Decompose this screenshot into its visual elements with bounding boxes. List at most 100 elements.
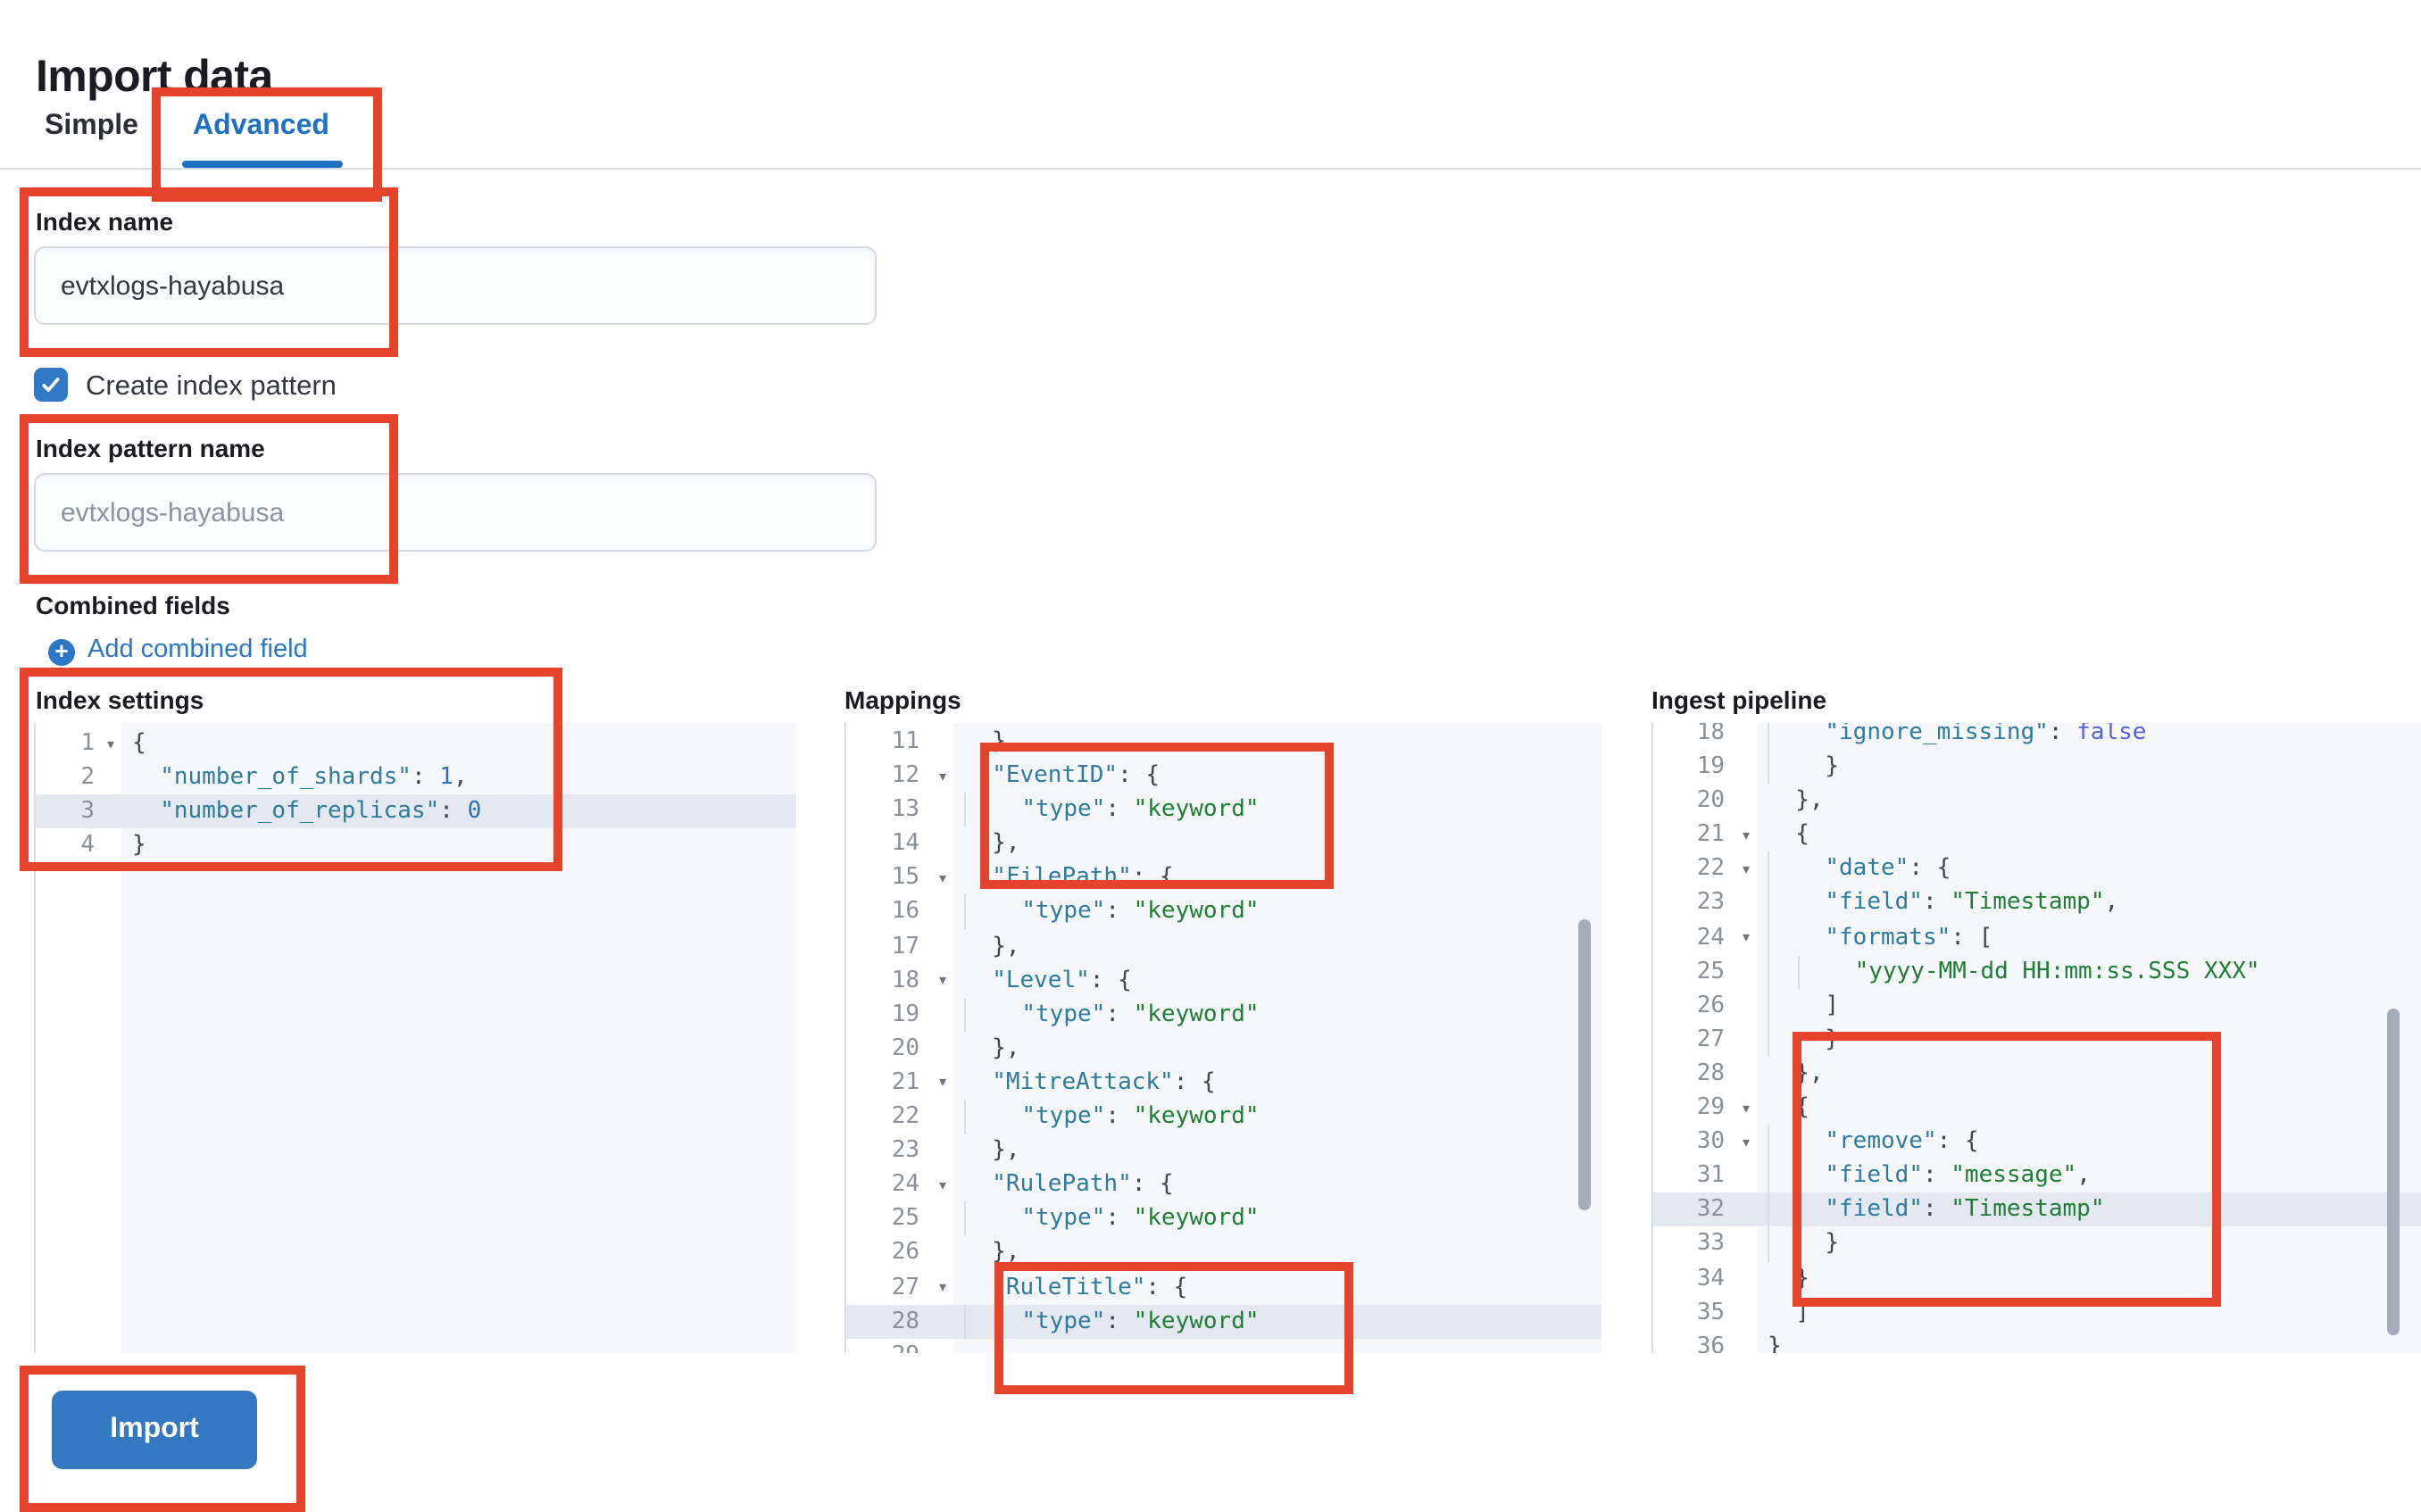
code-line[interactable]: 26},	[846, 1236, 1602, 1270]
code-text: "field": "Timestamp",	[1757, 885, 2421, 921]
code-text: "RuleTitle": {	[992, 1274, 1188, 1300]
code-line[interactable]: 20},	[846, 1032, 1602, 1066]
fold-arrow-icon[interactable]: ▾	[1742, 929, 1750, 946]
code-text: }	[1757, 750, 2421, 785]
code-background	[953, 723, 1602, 1353]
code-line[interactable]: 15▾"FilePath": {	[846, 861, 1602, 895]
code-line[interactable]: 22"type": "keyword"	[846, 1100, 1602, 1134]
index-name-input[interactable]	[34, 246, 877, 325]
index-pattern-name-input[interactable]	[34, 473, 877, 552]
code-line[interactable]: 13"type": "keyword"	[846, 793, 1602, 827]
code-line[interactable]: 21▾"MitreAttack": {	[846, 1066, 1602, 1100]
code-text: "number_of_shards": 1,	[160, 764, 468, 792]
fold-arrow-icon[interactable]: ▾	[106, 735, 114, 752]
line-number: 25	[891, 1205, 919, 1233]
code-line[interactable]: 3"number_of_replicas": 0	[36, 794, 796, 829]
code-text: "yyyy-MM-dd HH:mm:ss.SSS XXX"	[1757, 954, 2421, 989]
line-number: 24▾	[846, 1167, 953, 1201]
tab-advanced[interactable]: Advanced	[193, 111, 329, 141]
import-button[interactable]: Import	[52, 1391, 257, 1469]
code-text: "EventID": {	[992, 762, 1161, 790]
code-line[interactable]: 29▾{	[1653, 1091, 2421, 1125]
code-line[interactable]: 23},	[846, 1134, 1602, 1167]
code-line[interactable]: 1▾{	[36, 727, 796, 760]
line-number: 22▾	[1653, 852, 1757, 886]
fold-arrow-icon[interactable]: ▾	[1742, 827, 1750, 843]
tab-simple[interactable]: Simple	[45, 111, 138, 141]
code-text: "RulePath": {	[992, 1171, 1174, 1199]
code-line[interactable]: 29},	[846, 1338, 1602, 1353]
code-line[interactable]: 32"field": "Timestamp"	[1653, 1192, 2421, 1227]
code-line[interactable]: 12▾ "EventID": {	[846, 759, 1602, 793]
code-line[interactable]: 35]	[1653, 1295, 2421, 1329]
code-line[interactable]: 22▾"date": {	[1653, 852, 2421, 886]
line-number: 12▾	[846, 759, 953, 793]
code-line[interactable]: 19"type": "keyword"	[846, 997, 1602, 1032]
code-line[interactable]: 33}	[1653, 1226, 2421, 1261]
code-text: }	[1757, 1226, 2421, 1261]
code-line[interactable]: 24▾"formats": [	[1653, 920, 2421, 955]
code-line[interactable]: 27}	[1653, 1022, 2421, 1057]
code-text: },	[992, 933, 1020, 960]
code-text: "type": "keyword"	[953, 793, 1602, 827]
annotation-box-advanced-tab	[152, 87, 382, 202]
code-line[interactable]: 23 "field": "Timestamp",	[1653, 885, 2421, 921]
code-line[interactable]: 11},	[846, 725, 1602, 759]
fold-arrow-icon[interactable]: ▾	[1742, 1100, 1750, 1117]
create-index-pattern-label: Create index pattern	[86, 371, 337, 402]
code-text: "formats": [	[1757, 920, 2421, 955]
ingest-pipeline-scrollbar-thumb[interactable]	[2387, 1009, 2400, 1335]
code-line[interactable]: 25"yyyy-MM-dd HH:mm:ss.SSS XXX"	[1653, 954, 2421, 989]
code-line[interactable]: 31"field": "message",	[1653, 1159, 2421, 1193]
code-line[interactable]: 4}	[36, 829, 796, 863]
code-line[interactable]: 24▾ "RulePath": {	[846, 1167, 1602, 1201]
code-line[interactable]: 36}	[1653, 1329, 2421, 1353]
code-text: "MitreAttack": {	[992, 1068, 1216, 1096]
code-line[interactable]: 21▾{	[1653, 818, 2421, 852]
code-line[interactable]: 20},	[1653, 784, 2421, 818]
code-line[interactable]: 14},	[846, 827, 1602, 861]
fold-arrow-icon[interactable]: ▾	[938, 1279, 946, 1295]
code-line[interactable]: 18"ignore_missing": false	[1653, 723, 2421, 751]
code-line[interactable]: 30▾"remove": {	[1653, 1125, 2421, 1159]
code-line[interactable]: 27▾"RuleTitle": {	[846, 1270, 1602, 1304]
code-text: "type": "keyword"	[953, 1201, 1602, 1236]
code-line[interactable]: 34}	[1653, 1261, 2421, 1295]
line-number: 15▾	[846, 861, 953, 895]
fold-arrow-icon[interactable]: ▾	[1742, 1134, 1750, 1151]
line-number: 31	[1696, 1162, 1725, 1190]
mappings-editor[interactable]: 11},12▾"EventID": {13"type": "keyword"14…	[844, 723, 1602, 1353]
fold-arrow-icon[interactable]: ▾	[938, 869, 946, 886]
fold-arrow-icon[interactable]: ▾	[938, 768, 946, 785]
code-line[interactable]: 28},	[1653, 1057, 2421, 1091]
index-settings-editor[interactable]: 1▾{2"number_of_shards": 1,3"number_of_re…	[34, 723, 796, 1353]
fold-arrow-icon[interactable]: ▾	[938, 1074, 946, 1091]
line-number: 14	[891, 830, 919, 858]
code-line[interactable]: 18▾"Level": {	[846, 963, 1602, 997]
line-number: 23	[1696, 889, 1725, 917]
index-settings-label: Index settings	[36, 685, 204, 714]
mappings-scrollbar-thumb[interactable]	[1578, 919, 1591, 1210]
code-line[interactable]: 28"type": "keyword"	[846, 1304, 1602, 1339]
line-number: 1▾	[36, 727, 121, 760]
code-text: "type": "keyword"	[953, 1100, 1602, 1134]
line-number: 27	[1696, 1026, 1725, 1053]
fold-arrow-icon[interactable]: ▾	[1742, 860, 1750, 877]
line-number: 28	[1696, 1059, 1725, 1087]
code-text: }	[1795, 1265, 1810, 1292]
add-combined-field-link[interactable]: Add combined field	[87, 636, 308, 664]
fold-arrow-icon[interactable]: ▾	[938, 972, 946, 989]
code-line[interactable]: 25 "type": "keyword"	[846, 1201, 1602, 1236]
fold-arrow-icon[interactable]: ▾	[938, 1176, 946, 1193]
create-index-pattern-checkbox[interactable]	[34, 368, 68, 402]
code-line[interactable]: 17},	[846, 929, 1602, 963]
code-text: "number_of_replicas": 0	[160, 798, 482, 826]
code-line[interactable]: 16"type": "keyword"	[846, 894, 1602, 930]
plus-icon[interactable]: +	[48, 638, 75, 666]
code-line[interactable]: 2"number_of_shards": 1,	[36, 760, 796, 794]
code-text: "type": "keyword"	[953, 1304, 1602, 1339]
line-number: 18	[1696, 723, 1725, 746]
code-line[interactable]: 26]	[1653, 988, 2421, 1023]
code-line[interactable]: 19}	[1653, 750, 2421, 785]
